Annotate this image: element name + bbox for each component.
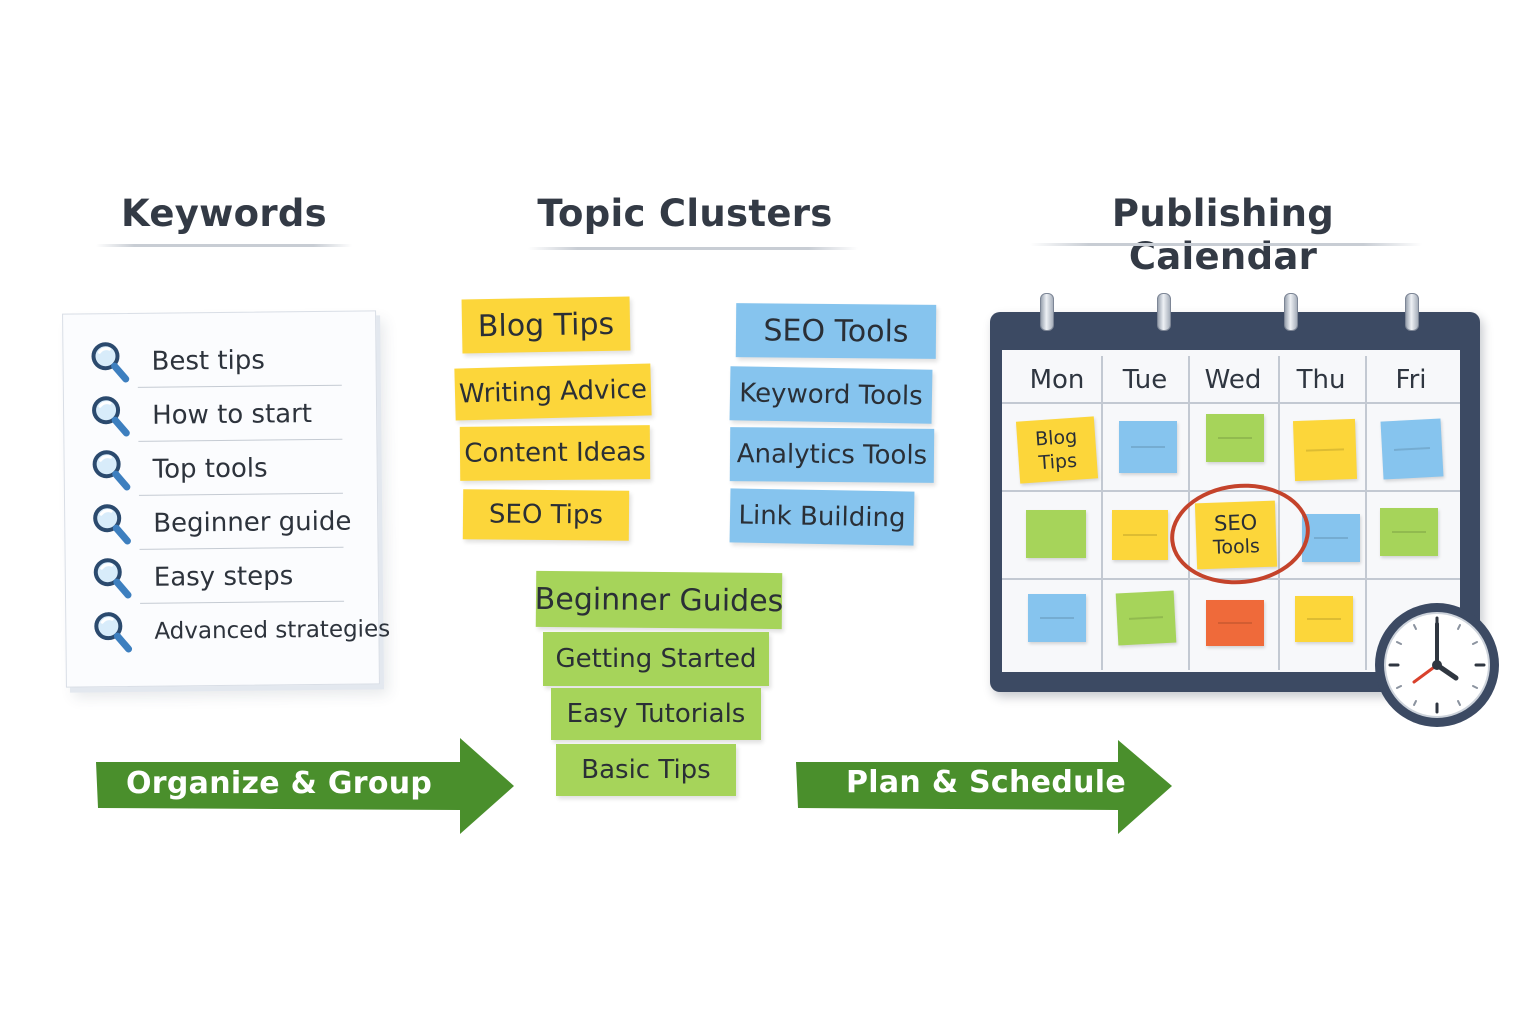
arrow-organize-group [96, 738, 514, 834]
binder-ring-icon [1284, 293, 1298, 331]
cluster-note-basic-tips: Basic Tips [556, 744, 736, 796]
binder-ring-icon [1040, 293, 1054, 331]
heading-keywords: Keywords [121, 192, 327, 235]
calendar-day-wed: Wed [1204, 365, 1262, 395]
calendar-grid-line [1002, 402, 1460, 404]
arrow-label-plan-schedule: Plan & Schedule [846, 765, 1126, 800]
calendar-note [1115, 590, 1177, 646]
keywords-paper: Best tips How to start Top tools Beginne… [62, 310, 390, 688]
cluster-note-analytics-tools: Analytics Tools [729, 427, 935, 483]
calendar-day-thu: Thu [1296, 365, 1346, 395]
calendar-grid-line [1188, 356, 1190, 670]
calendar-note [1302, 514, 1360, 562]
keyword-item: Beginner guide [91, 496, 352, 551]
calendar-note-text: Tips [1037, 449, 1078, 475]
keyword-item: Advanced strategies [92, 604, 390, 659]
arrow-plan-schedule [796, 740, 1172, 834]
calendar-note [1112, 510, 1168, 560]
heading-topic-clusters: Topic Clusters [537, 192, 833, 235]
calendar-day-tue: Tue [1122, 365, 1168, 395]
calendar-note [1026, 510, 1086, 558]
keyword-item: Best tips [89, 334, 342, 389]
cluster-note-keyword-tools: Keyword Tools [729, 366, 933, 424]
calendar-grid-line [1002, 578, 1460, 580]
calendar-grid-line [1365, 356, 1367, 670]
cluster-note-content-ideas: Content Ideas [459, 425, 651, 481]
keyword-text: Top tools [152, 453, 268, 485]
keyword-text: Advanced strategies [154, 616, 391, 645]
calendar-note [1206, 414, 1264, 462]
calendar-note [1292, 418, 1358, 482]
calendar-note [1380, 418, 1444, 480]
calendar-note [1028, 594, 1086, 642]
magnifier-icon [94, 612, 133, 653]
cluster-note-beginner-guides: Beginner Guides [535, 570, 783, 630]
cluster-note-seo-tips: SEO Tips [462, 489, 630, 541]
calendar-grid-line [1278, 356, 1280, 670]
keyword-text: Beginner guide [153, 506, 352, 539]
cluster-note-getting-started: Getting Started [543, 632, 769, 686]
calendar-day-fri: Fri [1395, 365, 1427, 395]
calendar-note-blog-tips: Blog Tips [1015, 416, 1099, 484]
heading-underline [96, 244, 352, 247]
calendar-note-text: Blog [1034, 425, 1078, 451]
calendar-note [1119, 421, 1177, 473]
magnifier-icon [91, 342, 130, 383]
calendar-note [1380, 508, 1438, 556]
keyword-item: How to start [90, 388, 343, 443]
cluster-note-link-building: Link Building [729, 488, 915, 546]
calendar-grid-line [1002, 490, 1460, 492]
keyword-text: How to start [151, 399, 313, 431]
calendar-note [1206, 600, 1264, 646]
cluster-note-writing-advice: Writing Advice [454, 363, 652, 421]
calendar-day-mon: Mon [1029, 365, 1085, 395]
heading-publishing-calendar: Publishing Calendar [1111, 192, 1335, 278]
binder-ring-icon [1157, 293, 1171, 331]
calendar-note [1295, 596, 1353, 642]
keyword-item: Top tools [90, 442, 343, 497]
magnifier-icon [92, 450, 131, 491]
binder-ring-icon [1405, 293, 1419, 331]
cluster-note-seo-tools: SEO Tools [735, 303, 937, 359]
calendar-grid-line [1101, 356, 1103, 670]
keyword-item: Easy steps [92, 550, 345, 605]
cluster-note-easy-tutorials: Easy Tutorials [551, 688, 761, 740]
keyword-text: Best tips [151, 345, 266, 377]
keyword-text: Easy steps [153, 561, 294, 593]
clock-icon [1375, 603, 1499, 727]
magnifier-icon [93, 504, 131, 545]
heading-underline [1030, 243, 1422, 246]
magnifier-icon [93, 558, 132, 599]
cluster-note-blog-tips: Blog Tips [461, 296, 631, 354]
arrow-label-organize-group: Organize & Group [126, 766, 433, 801]
magnifier-icon [92, 396, 130, 437]
heading-underline [528, 247, 858, 250]
